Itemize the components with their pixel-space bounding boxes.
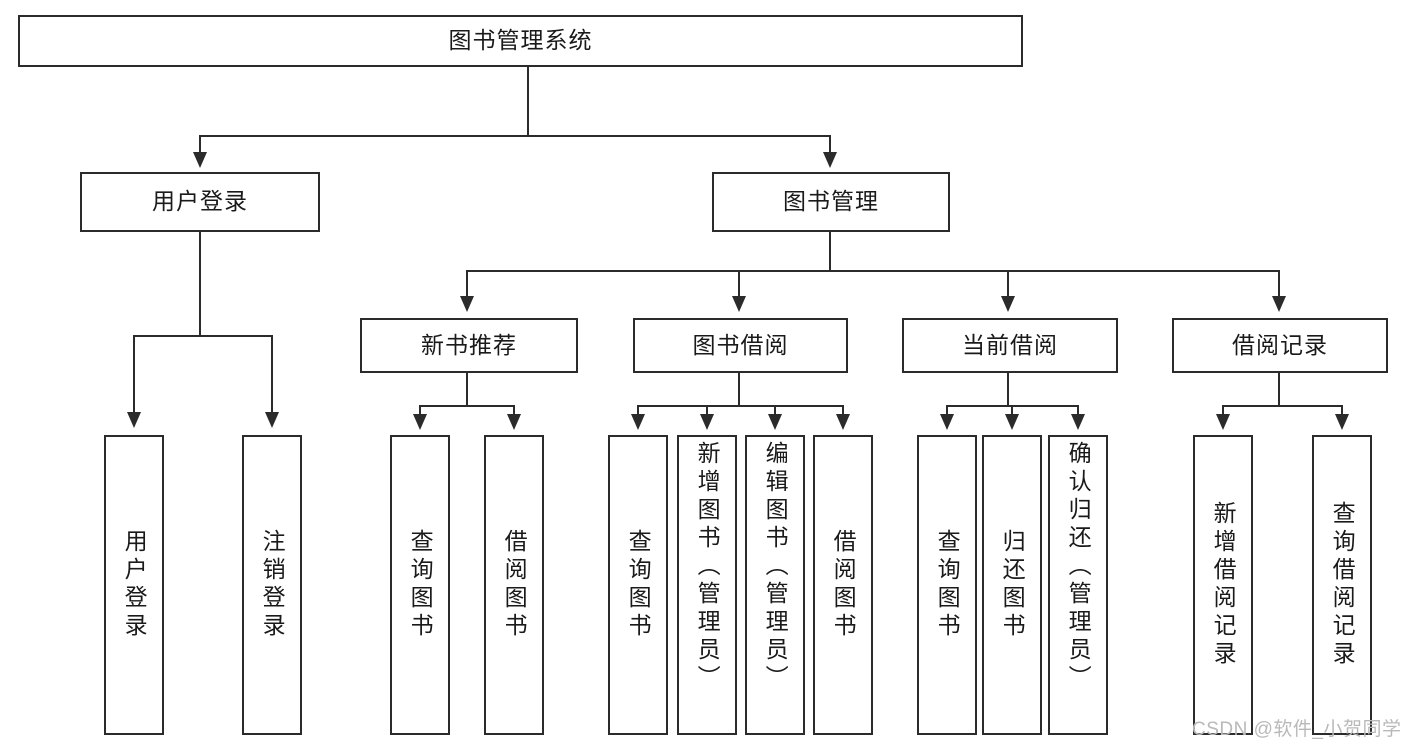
arrowhead-to-leaf-add-book — [700, 414, 714, 430]
node-leaf-query-borrow-record[interactable]: 查询借阅记录 — [1312, 435, 1372, 735]
node-label: 用户登录 — [121, 529, 148, 641]
node-label: 归还图书 — [999, 529, 1026, 641]
connector-current-borrow-to-leaf-2 — [1011, 405, 1013, 417]
node-label: 借阅图书 — [501, 529, 528, 641]
node-label: 编辑图书（管理员） — [762, 441, 789, 693]
arrowhead-to-leaf-user-login — [127, 412, 141, 428]
connector-root-bar — [199, 135, 831, 137]
node-leaf-add-borrow-record[interactable]: 新增借阅记录 — [1193, 435, 1253, 735]
connector-book-manage-bar — [466, 270, 1278, 272]
node-leaf-confirm-return-admin[interactable]: 确认归还（管理员） — [1048, 435, 1108, 735]
node-leaf-query-book-recommend[interactable]: 查询图书 — [390, 435, 450, 735]
connector-user-login-to-leaf-1 — [133, 335, 135, 415]
arrowhead-to-leaf-logout — [265, 412, 279, 428]
connector-borrow-record-bar — [1222, 405, 1341, 407]
connector-user-login-stem — [199, 232, 201, 335]
connector-root-to-book-manage — [829, 135, 831, 157]
node-label: 注销登录 — [259, 529, 286, 641]
arrowhead-to-current-borrow — [1001, 296, 1015, 312]
arrowhead-to-new-book-recommend — [460, 296, 474, 312]
arrowhead-to-leaf-borrow-book-1 — [507, 414, 521, 430]
connector-root-to-user-login — [199, 135, 201, 157]
connector-book-borrow-to-leaf-3 — [774, 405, 776, 417]
arrowhead-to-leaf-query-book-3 — [940, 414, 954, 430]
arrowhead-to-leaf-borrow-book-2 — [836, 414, 850, 430]
arrowhead-to-borrow-record — [1272, 296, 1286, 312]
connector-new-book-bar — [419, 405, 515, 407]
node-label: 借阅记录 — [1232, 331, 1328, 358]
node-book-borrow[interactable]: 图书借阅 — [633, 318, 848, 373]
connector-current-borrow-stem — [1007, 373, 1009, 405]
connector-root-stem — [527, 67, 529, 135]
node-label: 图书管理系统 — [448, 27, 593, 54]
connector-book-manage-stem — [829, 232, 831, 270]
connector-user-login-to-leaf-2 — [271, 335, 273, 415]
arrowhead-to-leaf-query-record — [1335, 414, 1349, 430]
arrowhead-to-user-login — [193, 152, 207, 168]
connector-to-book-borrow — [738, 270, 740, 298]
connector-book-borrow-bar — [637, 405, 843, 407]
arrowhead-to-leaf-query-book-2 — [631, 414, 645, 430]
connector-book-borrow-stem — [738, 373, 740, 405]
node-label: 借阅图书 — [830, 529, 857, 641]
node-leaf-query-book-current[interactable]: 查询图书 — [917, 435, 977, 735]
node-leaf-query-book-borrow[interactable]: 查询图书 — [608, 435, 668, 735]
arrowhead-to-leaf-return-book — [1005, 414, 1019, 430]
connector-new-book-stem — [466, 373, 468, 405]
connector-to-borrow-record — [1278, 270, 1280, 298]
connector-current-borrow-to-leaf-1 — [946, 405, 948, 417]
node-leaf-user-login[interactable]: 用户登录 — [104, 435, 164, 735]
node-label: 新增图书（管理员） — [694, 441, 721, 693]
connector-borrow-record-to-leaf-1 — [1222, 405, 1224, 417]
arrowhead-to-leaf-query-book-1 — [413, 414, 427, 430]
node-user-login[interactable]: 用户登录 — [80, 172, 320, 232]
node-label: 查询图书 — [625, 529, 652, 641]
node-leaf-add-book-admin[interactable]: 新增图书（管理员） — [677, 435, 737, 735]
node-borrow-record[interactable]: 借阅记录 — [1172, 318, 1388, 373]
connector-book-borrow-to-leaf-1 — [637, 405, 639, 417]
connector-to-current-borrow — [1007, 270, 1009, 298]
arrowhead-to-book-manage — [823, 152, 837, 168]
arrowhead-to-leaf-add-record — [1216, 414, 1230, 430]
node-leaf-borrow-book-borrow[interactable]: 借阅图书 — [813, 435, 873, 735]
node-label: 查询图书 — [407, 529, 434, 641]
connector-borrow-record-stem — [1278, 373, 1280, 405]
connector-new-book-to-leaf-2 — [513, 405, 515, 417]
node-leaf-logout[interactable]: 注销登录 — [242, 435, 302, 735]
node-label: 当前借阅 — [962, 331, 1058, 358]
arrowhead-to-leaf-edit-book — [768, 414, 782, 430]
node-label: 用户登录 — [152, 188, 248, 215]
node-current-borrow[interactable]: 当前借阅 — [902, 318, 1118, 373]
node-new-book-recommend[interactable]: 新书推荐 — [360, 318, 578, 373]
node-label: 图书借阅 — [692, 331, 789, 358]
node-book-management[interactable]: 图书管理 — [712, 172, 950, 232]
node-label: 确认归还（管理员） — [1065, 441, 1092, 693]
connector-borrow-record-to-leaf-2 — [1341, 405, 1343, 417]
arrowhead-to-leaf-confirm-return — [1071, 414, 1085, 430]
csdn-watermark: CSDN @软件_小贺同学 — [1192, 719, 1402, 740]
node-label: 新增借阅记录 — [1210, 501, 1237, 669]
connector-to-new-book-recommend — [466, 270, 468, 298]
node-root-book-management-system[interactable]: 图书管理系统 — [18, 15, 1023, 67]
node-leaf-edit-book-admin[interactable]: 编辑图书（管理员） — [745, 435, 805, 735]
node-label: 新书推荐 — [421, 331, 517, 358]
node-leaf-return-book[interactable]: 归还图书 — [982, 435, 1042, 735]
connector-book-borrow-to-leaf-2 — [706, 405, 708, 417]
connector-user-login-bar — [133, 335, 271, 337]
node-label: 查询借阅记录 — [1329, 501, 1356, 669]
node-label: 查询图书 — [934, 529, 961, 641]
arrowhead-to-book-borrow — [732, 296, 746, 312]
connector-current-borrow-to-leaf-3 — [1077, 405, 1079, 417]
connector-book-borrow-to-leaf-4 — [842, 405, 844, 417]
node-leaf-borrow-book-recommend[interactable]: 借阅图书 — [484, 435, 544, 735]
connector-new-book-to-leaf-1 — [419, 405, 421, 417]
node-label: 图书管理 — [783, 188, 879, 215]
